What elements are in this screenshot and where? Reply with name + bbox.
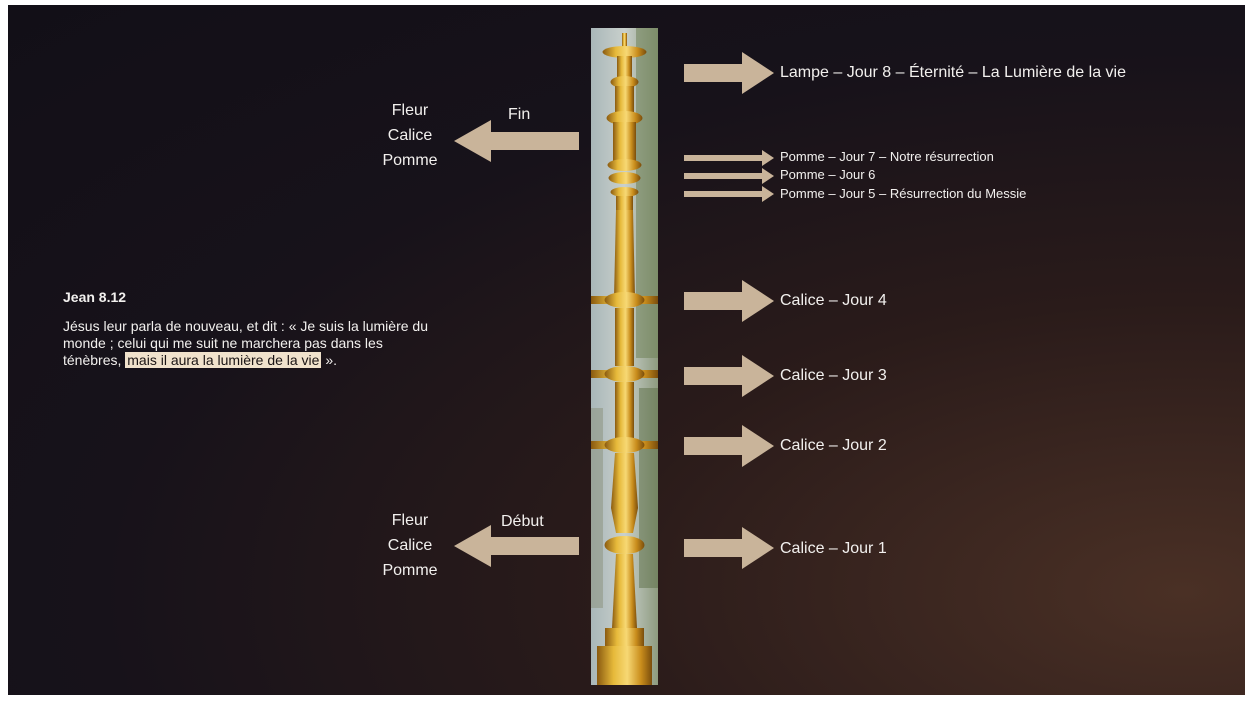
label-pomme-jour7: Pomme – Jour 7 – Notre résurrection bbox=[780, 149, 994, 164]
quote-line-3: ténèbres, mais il aura la lumière de la … bbox=[63, 352, 533, 369]
label-top-fleur: Fleur bbox=[391, 102, 429, 119]
label-calice-jour1: Calice – Jour 1 bbox=[780, 540, 887, 557]
menorah-shaft-image bbox=[591, 28, 658, 685]
label-bottom-fleur: Fleur bbox=[391, 512, 429, 529]
arrow-right-pomme7 bbox=[684, 150, 774, 166]
quote-line-3-start: ténèbres, bbox=[63, 352, 126, 368]
arrow-right-pomme6 bbox=[684, 168, 774, 184]
arrow-left-fin bbox=[454, 120, 579, 162]
arrow-right-calice3 bbox=[684, 355, 774, 397]
label-pomme-jour5: Pomme – Jour 5 – Résurrection du Messie bbox=[780, 186, 1027, 201]
label-calice-jour2: Calice – Jour 2 bbox=[780, 437, 887, 454]
quote-line-1: Jésus leur parla de nouveau, et dit : « … bbox=[63, 318, 428, 334]
slide: Lampe – Jour 8 – Éternité – La Lumière d… bbox=[8, 5, 1245, 695]
label-top-pomme: Pomme bbox=[382, 152, 438, 169]
label-calice-jour3: Calice – Jour 3 bbox=[780, 367, 887, 384]
arrow-right-pomme5 bbox=[684, 186, 774, 202]
label-lamp-jour8: Lampe – Jour 8 – Éternité – La Lumière d… bbox=[780, 64, 1126, 81]
label-fin: Fin bbox=[508, 106, 531, 123]
label-bottom-calice: Calice bbox=[387, 537, 433, 554]
label-pomme-jour6: Pomme – Jour 6 bbox=[780, 167, 876, 182]
label-top-calice: Calice bbox=[387, 127, 433, 144]
quote-line-2: monde ; celui qui me suit ne marchera pa… bbox=[63, 335, 383, 351]
arrow-right-calice4 bbox=[684, 280, 774, 322]
arrow-right-calice2 bbox=[684, 425, 774, 467]
quote-line-3-end: ». bbox=[321, 352, 338, 368]
arrow-left-debut bbox=[454, 525, 579, 567]
quote-reference: Jean 8.12 bbox=[63, 289, 127, 305]
quote-highlight: mais il aura la lumière de la vie bbox=[125, 352, 322, 368]
label-calice-jour4: Calice – Jour 4 bbox=[780, 292, 887, 309]
label-bottom-pomme: Pomme bbox=[382, 562, 438, 579]
label-debut: Début bbox=[501, 513, 544, 530]
quote-text: Jésus leur parla de nouveau, et dit : « … bbox=[63, 318, 533, 369]
arrow-right-lamp bbox=[684, 52, 774, 94]
arrow-right-calice1 bbox=[684, 527, 774, 569]
